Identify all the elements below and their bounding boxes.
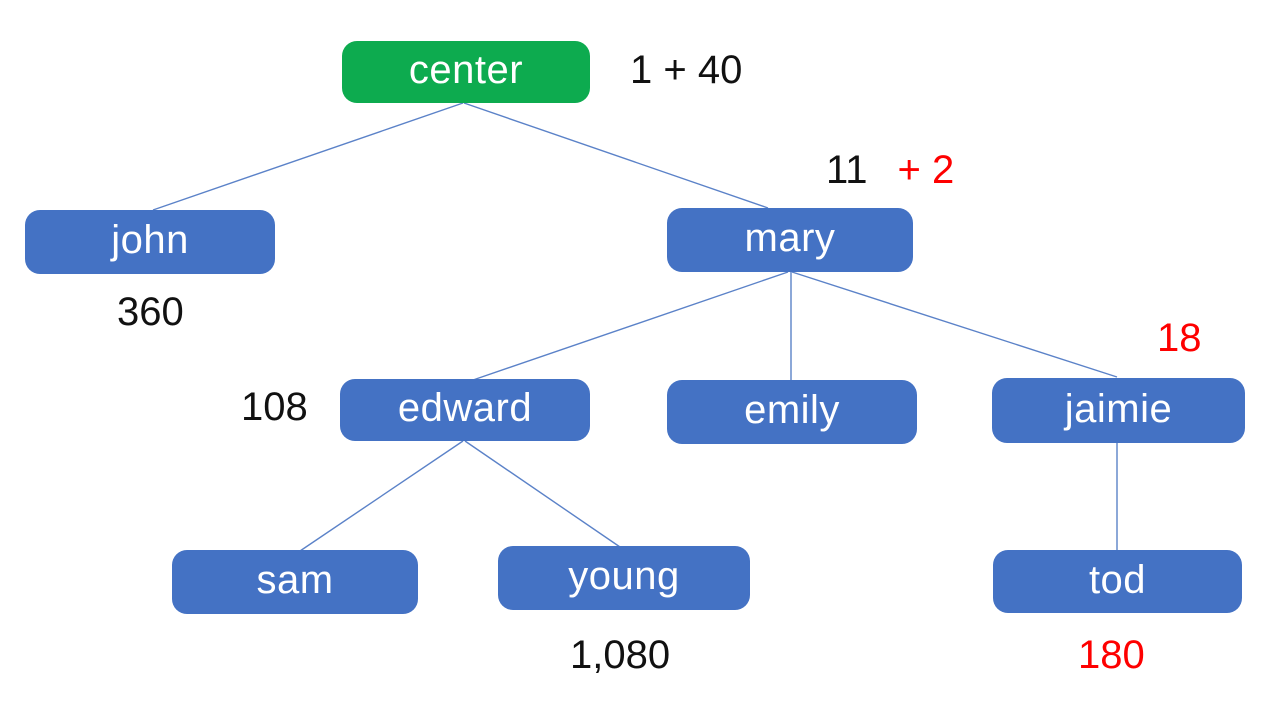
edge-edward-sam <box>299 440 464 552</box>
annotation-john-value: 360 <box>117 290 184 334</box>
annotation-center-sum: 1 + 40 <box>630 48 743 92</box>
node-mary: mary <box>667 208 913 272</box>
node-edward-label: edward <box>397 386 533 430</box>
edge-mary-edward <box>472 271 789 381</box>
node-tod: tod <box>993 550 1242 613</box>
node-mary-label: mary <box>744 216 836 260</box>
annotation-young-value: 1,080 <box>570 633 671 677</box>
edge-edward-young <box>464 440 621 548</box>
annotation-mary-base: 11 <box>826 148 868 192</box>
node-tod-label: tod <box>1088 557 1147 602</box>
node-young-label: young <box>568 554 680 598</box>
node-edward: edward <box>340 379 590 441</box>
annotation-mary-added: + 2 <box>897 148 955 192</box>
annotation-jaimie-value: 18 <box>1157 316 1202 360</box>
edge-center-mary <box>463 102 769 209</box>
annotation-mary-sum: 11 + 2 <box>826 150 954 190</box>
node-emily: emily <box>667 380 917 444</box>
annotation-edward-value: 108 <box>241 385 308 429</box>
node-john-label: john <box>111 218 189 262</box>
edge-center-john <box>152 102 464 211</box>
node-john: john <box>25 210 275 274</box>
node-emily-label: emily <box>744 388 840 432</box>
node-center-label: center <box>408 48 524 92</box>
edge-mary-jaimie <box>791 271 1118 378</box>
node-sam: sam <box>172 550 418 614</box>
node-jaimie: jaimie <box>992 378 1245 443</box>
annotation-tod-value: 180 <box>1078 633 1145 677</box>
node-young: young <box>498 546 750 610</box>
node-jaimie-label: jaimie <box>1064 386 1173 431</box>
node-sam-label: sam <box>256 558 334 602</box>
node-center: center <box>342 41 590 103</box>
